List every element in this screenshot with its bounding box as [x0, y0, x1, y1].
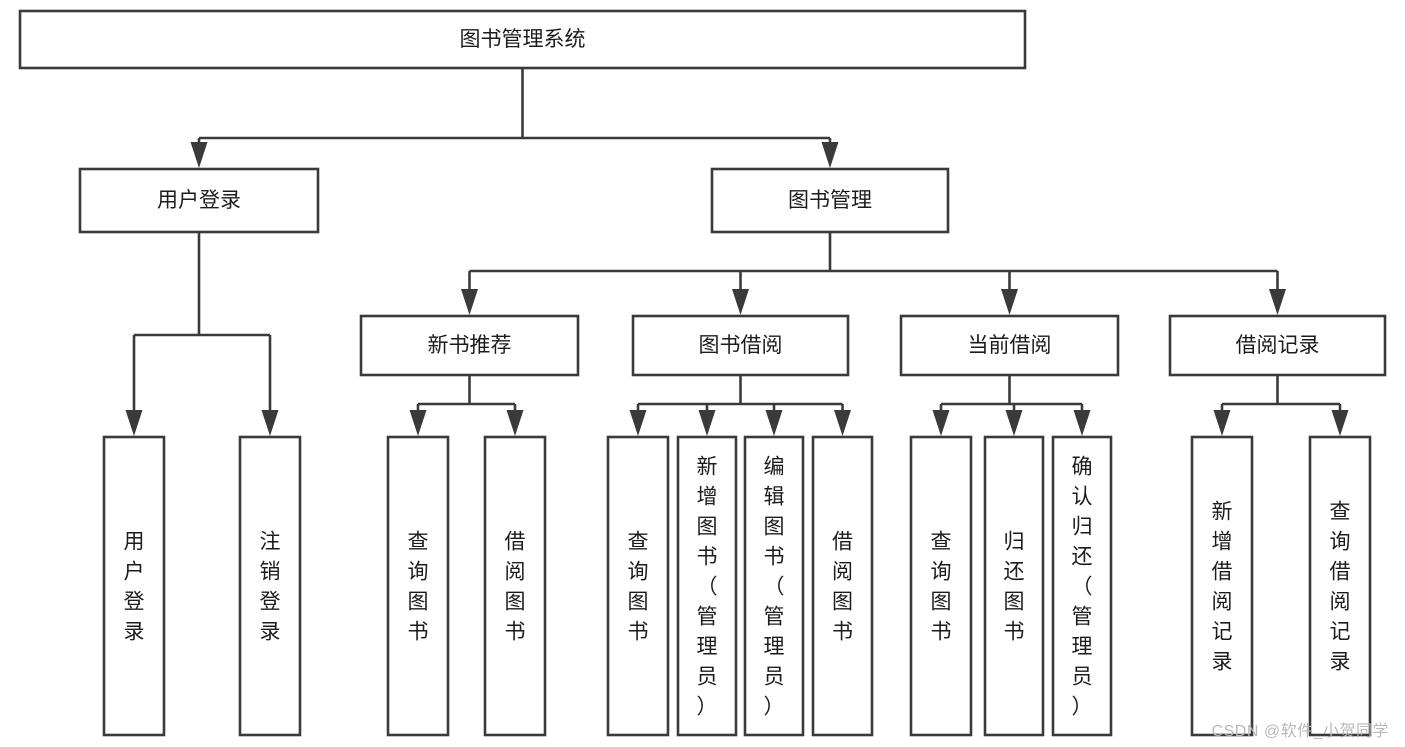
node-leaf-rec-add[interactable]: 新增借阅记录 [1190, 435, 1254, 737]
connector-arrowhead-icon [1269, 289, 1286, 315]
node-leaf-borrow-query[interactable]: 查询图书 [606, 435, 670, 737]
node-box[interactable] [238, 435, 302, 737]
node-leaf-cur-confirm[interactable]: 确认归还（管理员） [1051, 435, 1113, 737]
connector-arrowhead-icon [834, 410, 851, 436]
node-leaf-cur-query[interactable]: 查询图书 [909, 435, 973, 737]
node-label: 查询图书 [931, 531, 952, 644]
node-box[interactable] [1308, 435, 1372, 737]
node-new-book-rec[interactable]: 新书推荐 [359, 314, 580, 377]
connector-arrowhead-icon [506, 410, 524, 436]
node-label: 查询图书 [628, 531, 649, 644]
node-label: 图书管理系统 [460, 28, 586, 51]
node-box[interactable] [631, 314, 850, 377]
node-leaf-borrow-add[interactable]: 新增图书（管理员） [676, 435, 738, 737]
node-box[interactable] [909, 435, 973, 737]
connector-arrowhead-icon [1213, 410, 1231, 436]
connector-arrowhead-icon [125, 410, 143, 436]
node-label: 查询图书 [408, 531, 429, 644]
node-label: 新增借阅记录 [1212, 501, 1233, 674]
connector-arrowhead-icon [409, 410, 427, 436]
node-box[interactable] [78, 167, 320, 234]
node-box[interactable] [1168, 314, 1387, 377]
node-label: 新增图书（管理员） [697, 456, 718, 719]
node-label: 借阅图书 [505, 531, 526, 644]
node-book-borrow[interactable]: 图书借阅 [631, 314, 850, 377]
node-label: 确认归还（管理员） [1072, 456, 1093, 719]
node-leaf-cur-return[interactable]: 归还图书 [983, 435, 1045, 737]
node-borrow-record[interactable]: 借阅记录 [1168, 314, 1387, 377]
node-leaf-user-logout[interactable]: 注销登录 [238, 435, 302, 737]
connector-arrowhead-icon [1331, 410, 1349, 436]
node-label: 图书管理 [788, 189, 872, 212]
node-box[interactable] [899, 314, 1120, 377]
node-label: 当前借阅 [968, 334, 1052, 357]
node-box[interactable] [676, 435, 738, 737]
connector-arrowhead-icon [1073, 410, 1091, 436]
node-box[interactable] [1051, 435, 1113, 737]
connector-arrowhead-icon [732, 289, 749, 315]
node-box[interactable] [18, 9, 1027, 70]
connector-arrowhead-icon [932, 410, 950, 436]
connector-arrowhead-icon [1001, 289, 1018, 315]
connector-arrowhead-icon [461, 289, 478, 315]
node-leaf-rec-search[interactable]: 查询借阅记录 [1308, 435, 1372, 737]
connector-arrowhead-icon [1005, 410, 1023, 436]
node-box[interactable] [483, 435, 547, 737]
connector-arrowhead-icon [821, 142, 839, 168]
node-label: 图书借阅 [699, 334, 783, 357]
node-label: 用户登录 [124, 531, 145, 644]
node-box[interactable] [983, 435, 1045, 737]
node-box[interactable] [606, 435, 670, 737]
node-leaf-borrow-lend[interactable]: 借阅图书 [811, 435, 874, 737]
node-label: 编辑图书（管理员） [764, 456, 785, 719]
node-box[interactable] [1190, 435, 1254, 737]
node-label: 归还图书 [1004, 531, 1025, 644]
node-book-manage[interactable]: 图书管理 [710, 167, 950, 234]
node-box[interactable] [811, 435, 874, 737]
node-box[interactable] [102, 435, 166, 737]
connector-arrowhead-icon [261, 410, 279, 436]
node-box[interactable] [386, 435, 450, 737]
node-label: 新书推荐 [428, 334, 512, 357]
node-user-login[interactable]: 用户登录 [78, 167, 320, 234]
node-box[interactable] [359, 314, 580, 377]
node-leaf-user-login[interactable]: 用户登录 [102, 435, 166, 737]
node-leaf-rec-query[interactable]: 查询图书 [386, 435, 450, 737]
connector-arrowhead-icon [765, 410, 783, 436]
node-leaf-borrow-edit[interactable]: 编辑图书（管理员） [743, 435, 805, 737]
connector-arrowhead-icon [698, 410, 716, 436]
connector-layer [125, 68, 1349, 436]
node-root[interactable]: 图书管理系统 [18, 9, 1027, 70]
node-label: 用户登录 [157, 189, 241, 212]
node-current-borrow[interactable]: 当前借阅 [899, 314, 1120, 377]
node-label: 借阅记录 [1236, 334, 1320, 357]
node-box[interactable] [743, 435, 805, 737]
node-label: 查询借阅记录 [1330, 501, 1351, 674]
node-label: 借阅图书 [832, 531, 853, 644]
node-leaf-rec-borrow[interactable]: 借阅图书 [483, 435, 547, 737]
node-label: 注销登录 [260, 531, 281, 644]
node-layer: 图书管理系统用户登录图书管理新书推荐图书借阅当前借阅借阅记录用户登录注销登录查询… [18, 9, 1387, 737]
connector-arrowhead-icon [190, 142, 208, 168]
connector-arrowhead-icon [629, 410, 647, 436]
node-box[interactable] [710, 167, 950, 234]
